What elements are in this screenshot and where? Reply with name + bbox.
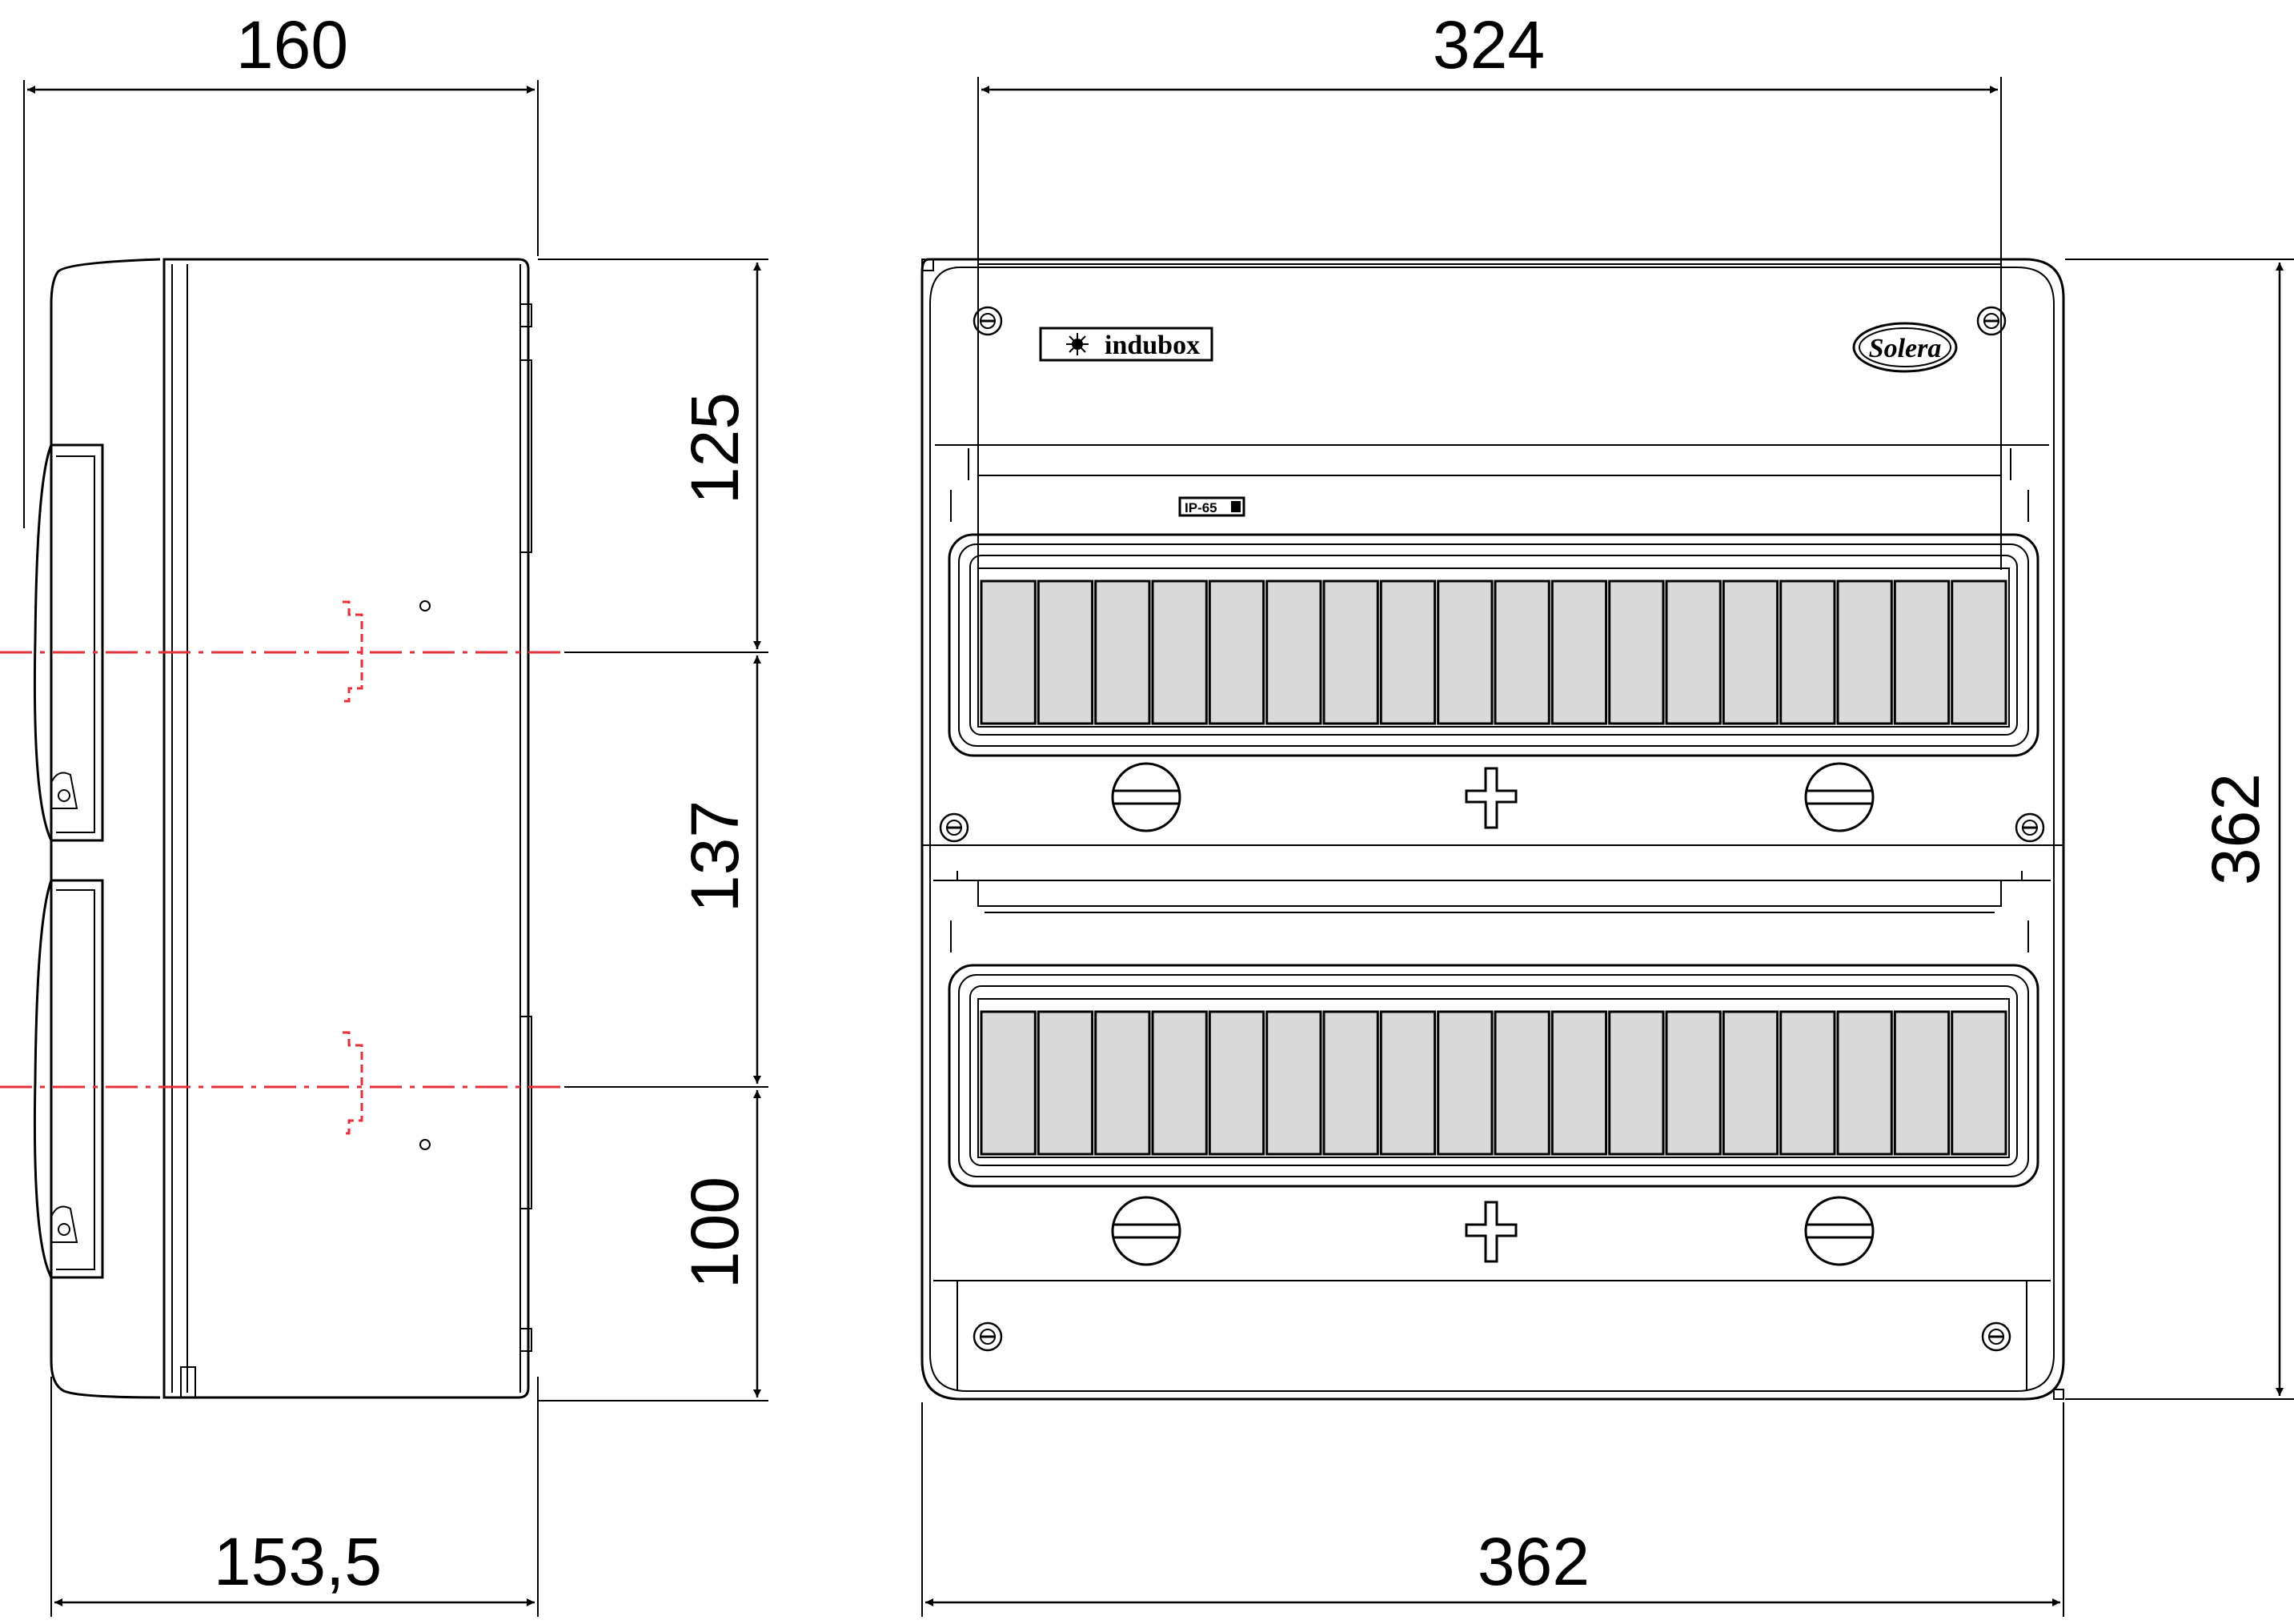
- module-row-1: [948, 533, 2039, 757]
- dim-front-height: 362: [2065, 259, 2294, 1400]
- module-slot-r1-1: [980, 579, 1037, 725]
- upper-latch: [33, 443, 104, 842]
- dim-label-137: 137: [677, 800, 752, 912]
- module-slot-r1-17: [1893, 579, 1951, 725]
- module-slot-r2-4: [1151, 1010, 1208, 1156]
- module-row-2: [948, 964, 2039, 1188]
- screw-icon-mid-left: [939, 812, 969, 843]
- lower-latch: [33, 879, 104, 1279]
- module-slot-r2-13: [1665, 1010, 1722, 1156]
- screw-icon-bottom-left: [973, 1321, 1003, 1352]
- sun-icon: [1066, 333, 1089, 355]
- dim-side-bottom: 153,5: [50, 1377, 539, 1617]
- dim-label-153-5: 153,5: [214, 1524, 382, 1599]
- module-slot-r2-18: [1951, 1010, 2007, 1156]
- module-slot-r1-7: [1322, 579, 1379, 725]
- cross-icon-r1: [1465, 767, 1518, 829]
- module-slot-r1-12: [1608, 579, 1665, 725]
- module-slot-r1-9: [1437, 579, 1494, 725]
- module-slot-r2-15: [1779, 1010, 1836, 1156]
- module-slot-r2-5: [1208, 1010, 1265, 1156]
- module-slot-r1-10: [1494, 579, 1550, 725]
- module-slot-r2-10: [1494, 1010, 1550, 1156]
- hinge-lower: [50, 1205, 78, 1243]
- module-slot-r2-6: [1265, 1010, 1322, 1156]
- screw-icon-top-left: [973, 306, 1003, 336]
- module-slot-r2-9: [1437, 1010, 1494, 1156]
- module-slot-r1-8: [1379, 579, 1437, 725]
- ip-rating-badge: IP-65: [1178, 496, 1245, 517]
- slot-screw-icon-r2-right: [1804, 1196, 1875, 1266]
- brand-indubox: indubox: [1105, 331, 1200, 360]
- module-slot-r1-14: [1722, 579, 1779, 725]
- cross-icon-r2: [1465, 1201, 1518, 1263]
- screw-icon-bottom-right: [1981, 1321, 2011, 1352]
- dim-label-362-width: 362: [1478, 1524, 1590, 1599]
- module-slot-r1-3: [1094, 579, 1151, 725]
- module-slot-r1-4: [1151, 579, 1208, 725]
- top-panel: indubox Solera IP-65: [935, 263, 2049, 517]
- screw-icon-mid-right: [2015, 812, 2045, 843]
- dim-label-362-height: 362: [2198, 773, 2273, 885]
- module-slot-r2-7: [1322, 1010, 1379, 1156]
- module-slot-r1-2: [1037, 579, 1094, 725]
- dim-side-top: 160: [23, 7, 539, 528]
- module-slot-r2-11: [1550, 1010, 1608, 1156]
- module-slot-r2-17: [1893, 1010, 1951, 1156]
- row-2-modules: [980, 1010, 2007, 1156]
- dim-label-160: 160: [236, 7, 348, 82]
- module-slot-r1-11: [1550, 579, 1608, 725]
- module-slot-r2-14: [1722, 1010, 1779, 1156]
- dim-vertical-chain: 125 137 100: [538, 259, 768, 1401]
- module-slot-r2-2: [1037, 1010, 1094, 1156]
- slot-screw-icon-r2-left: [1111, 1196, 1181, 1266]
- slot-screw-icon-r1-right: [1804, 762, 1875, 832]
- module-slot-r2-12: [1608, 1010, 1665, 1156]
- slot-screw-icon-r1-left: [1111, 762, 1181, 832]
- dim-label-100: 100: [677, 1177, 752, 1289]
- module-slot-r2-16: [1836, 1010, 1893, 1156]
- module-slot-r2-8: [1379, 1010, 1437, 1156]
- indubox-logo: indubox: [1039, 327, 1213, 362]
- module-slot-r1-13: [1665, 579, 1722, 725]
- row-1-modules: [980, 579, 2007, 725]
- side-cover-outline: [50, 258, 161, 1399]
- front-outer-outline: [920, 258, 2065, 1401]
- side-view: [33, 258, 532, 1399]
- module-slot-r1-18: [1951, 579, 2007, 725]
- module-slot-r1-5: [1208, 579, 1265, 725]
- ip-rating-text: IP-65: [1185, 500, 1217, 515]
- module-slot-r1-16: [1836, 579, 1893, 725]
- side-body-outline: [162, 258, 530, 1399]
- solera-logo: Solera: [1852, 322, 1958, 373]
- dim-front-bottom: 362: [921, 1402, 2064, 1617]
- middle-rail: [933, 871, 2051, 913]
- module-slot-r2-1: [980, 1010, 1037, 1156]
- module-slot-r1-6: [1265, 579, 1322, 725]
- din-rail-lower: [343, 1031, 363, 1135]
- screw-icon-top-right: [1976, 306, 2007, 336]
- dim-label-324: 324: [1433, 7, 1545, 82]
- dim-label-125: 125: [677, 392, 752, 504]
- dim-front-top: 324: [977, 7, 2002, 570]
- module-slot-r1-15: [1779, 579, 1836, 725]
- bottom-panel: [933, 1280, 2051, 1391]
- module-slot-r2-3: [1094, 1010, 1151, 1156]
- brand-solera: Solera: [1869, 334, 1942, 363]
- hinge-upper: [50, 772, 78, 809]
- front-view: indubox Solera IP-65: [920, 258, 2065, 1401]
